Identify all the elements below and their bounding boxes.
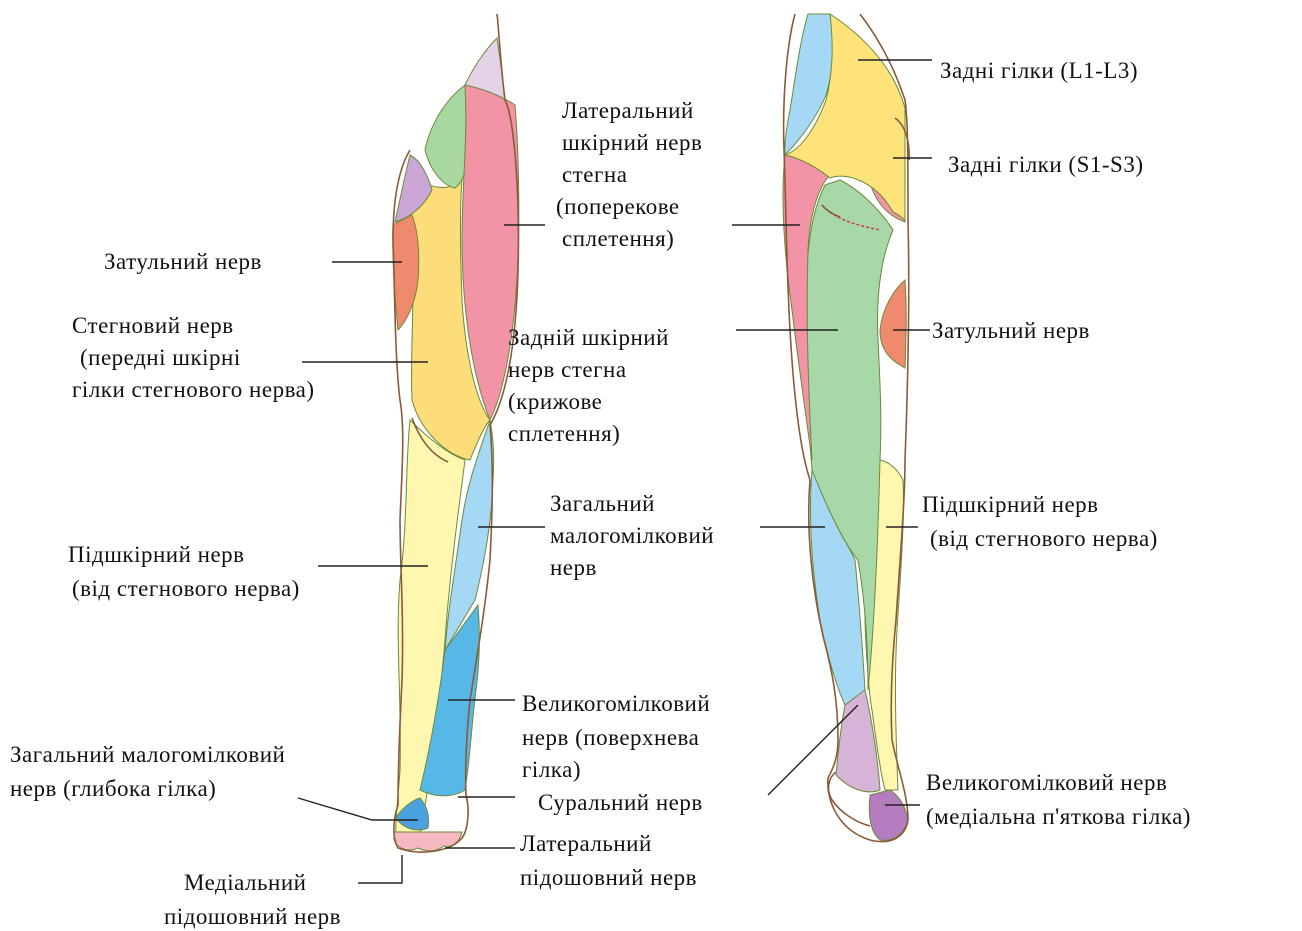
- labels: Латеральний шкірний нерв стегна (поперек…: [10, 58, 1191, 929]
- label-saphenous-front: Підшкірний нерв (від стегнового нерва): [68, 542, 300, 601]
- label-posterior-rami-l: Задні гілки (L1-L3): [940, 58, 1138, 83]
- label-medial-calcaneal: Великогомілковий нерв (медіальна п'ятков…: [926, 770, 1191, 829]
- label-posterior-cutaneous: Задній шкірний нерв стегна (крижове спле…: [508, 325, 675, 446]
- leader-medial-plantar: [358, 855, 402, 883]
- label-common-peroneal-front: Загальний малогомілковий нерв: [550, 491, 720, 580]
- label-sural: Суральний нерв: [538, 790, 703, 815]
- label-lateral-cutaneous: Латеральний шкірний нерв стегна (поперек…: [556, 98, 709, 251]
- region-obturator-back: [880, 280, 906, 368]
- label-superficial-peroneal: Великогомілковий нерв (поверхнева гілка): [522, 691, 716, 782]
- label-obturator-front: Затульний нерв: [104, 249, 262, 274]
- region-genitofemoral: [425, 85, 468, 188]
- label-medial-plantar: Медіальний підошовний нерв: [164, 870, 341, 929]
- label-saphenous-back: Підшкірний нерв (від стегнового нерва): [922, 492, 1158, 551]
- anterior-leg: [393, 14, 519, 852]
- label-deep-peroneal: Загальний малогомілковий нерв (глибока г…: [10, 742, 292, 801]
- label-femoral: Стегновий нерв (передні шкірні гілки сте…: [72, 313, 315, 402]
- label-posterior-rami-s: Задні гілки (S1-S3): [948, 152, 1143, 177]
- label-lateral-plantar: Латеральний підошовний нерв: [520, 831, 697, 890]
- label-obturator-back: Затульний нерв: [932, 318, 1090, 343]
